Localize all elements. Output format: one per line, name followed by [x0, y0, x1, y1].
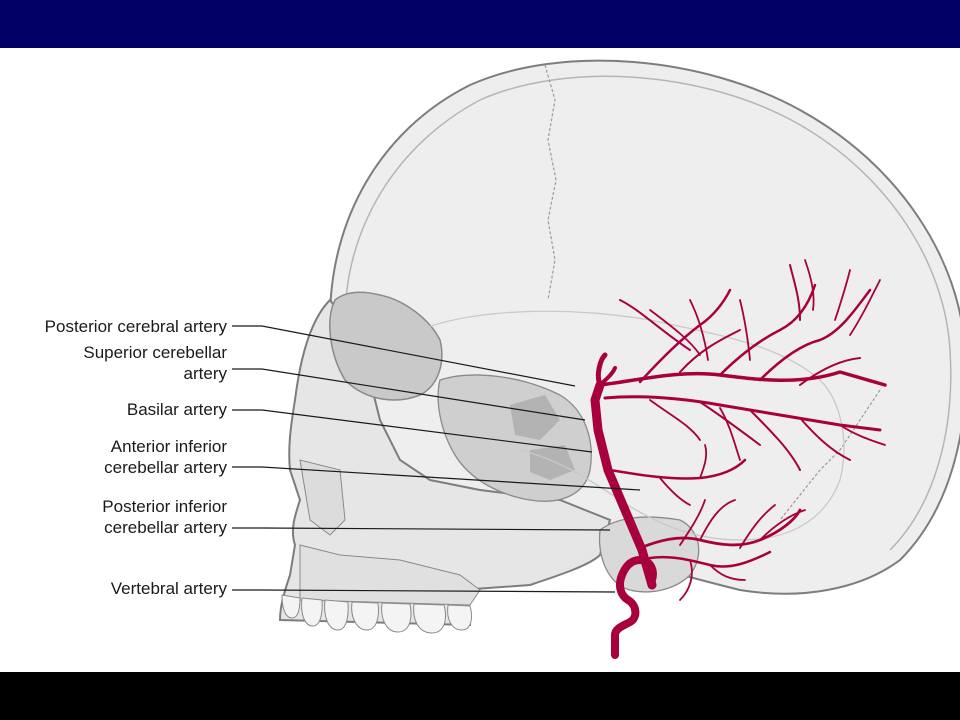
label-posterior-inferior-cerebellar-artery: Posterior inferior cerebellar artery: [102, 497, 227, 537]
label-superior-cerebellar-artery: Superior cerebellar artery: [83, 343, 227, 383]
label-posterior-cerebral-artery: Posterior cerebral artery: [44, 317, 227, 336]
teeth: [281, 594, 473, 634]
label-vertebral-artery: Vertebral artery: [110, 579, 227, 598]
header-bar: [0, 0, 960, 48]
skull-illustration: [232, 59, 960, 659]
label-anterior-inferior-cerebellar-artery: Anterior inferior cerebellar artery: [104, 437, 227, 477]
artery-system: [590, 259, 887, 659]
leader-lines: [232, 325, 641, 593]
diagram-area: Posterior cerebral artery Superior cereb…: [0, 48, 960, 672]
footer-bar: [0, 672, 960, 720]
orbit: [329, 291, 443, 401]
label-basilar-artery: Basilar artery: [126, 400, 227, 419]
